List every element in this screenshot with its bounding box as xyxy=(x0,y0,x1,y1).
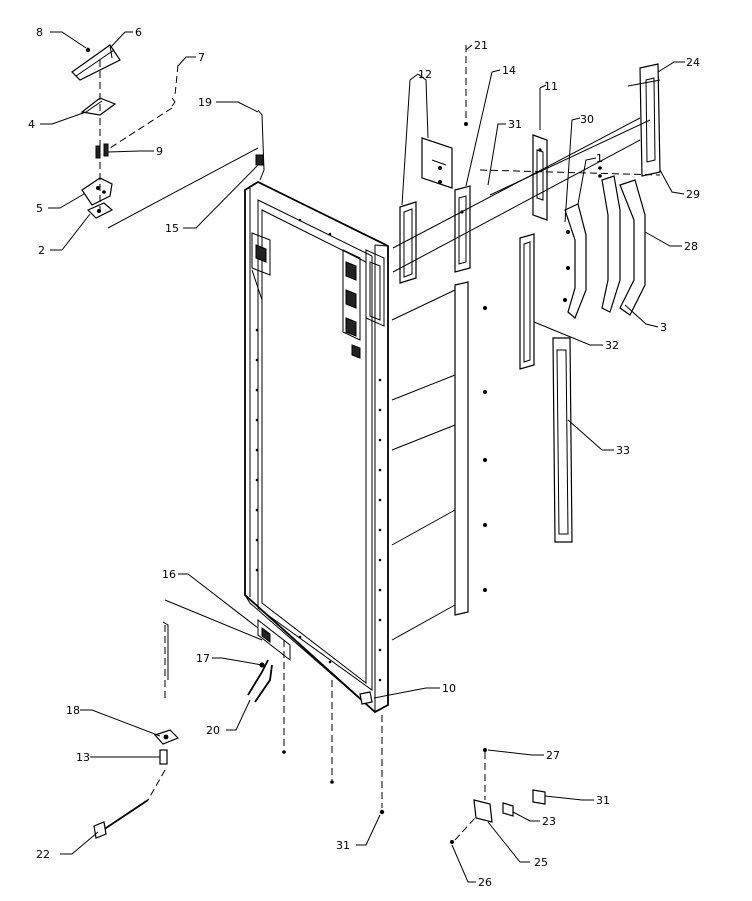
callout-23: 23 xyxy=(542,815,556,828)
lower-right-parts xyxy=(450,748,546,844)
callout-31-top: 31 xyxy=(508,118,522,131)
callout-12: 12 xyxy=(418,68,432,81)
bottom-hinge-assembly xyxy=(93,599,385,839)
callout-labels: 8 6 7 4 9 5 2 19 15 12 21 14 31 11 30 1 … xyxy=(28,26,700,889)
callout-2: 2 xyxy=(38,244,45,257)
callout-15: 15 xyxy=(165,222,179,235)
door-panel xyxy=(244,180,389,714)
callout-8: 8 xyxy=(36,26,43,39)
callout-29: 29 xyxy=(686,188,700,201)
callout-9: 9 xyxy=(156,145,163,158)
callout-13: 13 xyxy=(76,751,90,764)
callout-20: 20 xyxy=(206,724,220,737)
callout-31-right: 31 xyxy=(596,794,610,807)
callout-1: 1 xyxy=(596,152,603,165)
callout-10: 10 xyxy=(442,682,456,695)
callout-26: 26 xyxy=(478,876,492,889)
callout-31-bottom: 31 xyxy=(336,839,350,852)
callout-16: 16 xyxy=(162,568,176,581)
callout-19: 19 xyxy=(198,96,212,109)
callout-5: 5 xyxy=(36,202,43,215)
callout-24: 24 xyxy=(686,56,700,69)
exploded-parts xyxy=(391,45,661,641)
callout-14: 14 xyxy=(502,64,516,77)
callout-22: 22 xyxy=(36,848,50,861)
callout-18: 18 xyxy=(66,704,80,717)
callout-33: 33 xyxy=(616,444,630,457)
callout-leaders xyxy=(40,31,685,883)
callout-21: 21 xyxy=(474,39,488,52)
callout-32: 32 xyxy=(605,339,619,352)
callout-27: 27 xyxy=(546,749,560,762)
top-hinge-assembly xyxy=(71,44,265,229)
callout-25: 25 xyxy=(534,856,548,869)
callout-28: 28 xyxy=(684,240,698,253)
callout-4: 4 xyxy=(28,118,35,131)
callout-7: 7 xyxy=(198,51,205,64)
callout-11: 11 xyxy=(544,80,558,93)
callout-17: 17 xyxy=(196,652,210,665)
callout-3: 3 xyxy=(660,321,667,334)
panel-screw-dots xyxy=(255,218,382,682)
callout-30: 30 xyxy=(580,113,594,126)
callout-6: 6 xyxy=(135,26,142,39)
